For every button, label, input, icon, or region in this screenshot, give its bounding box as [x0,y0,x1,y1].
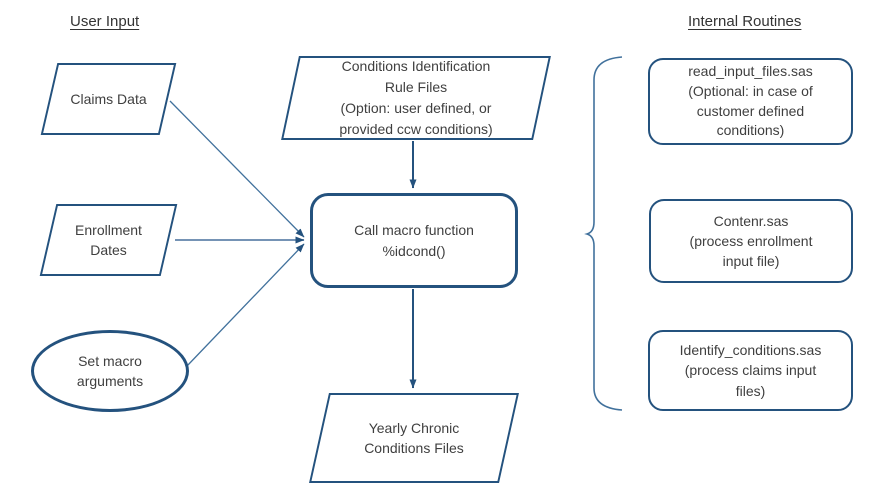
output-files-label: Yearly Chronic Conditions Files [364,419,464,456]
call-macro-label: Call macro function %idcond() [354,222,474,259]
rule-files-label: Conditions Identification Rule Files (Op… [339,58,493,137]
shape-enrollment-dates: Enrollment Dates [39,204,178,276]
set-macro-arguments-label: Set macro arguments [76,352,144,389]
rounded-rect-outline [310,193,518,288]
shape-claims-data: Claims Data [40,63,177,135]
shape-routine-contenr: Contenr.sas (process enrollment input fi… [649,199,853,283]
shape-routine-read-input-files: read_input_files.sas (Optional: in case … [648,58,853,145]
connector-setmacro-to-macro [186,243,305,367]
rounded-rect-outline [648,58,853,145]
heading-user-input: User Input [70,13,140,30]
ellipse-outline [31,330,189,412]
rounded-rect-outline [648,330,853,411]
shape-rule-files: Conditions Identification Rule Files (Op… [280,56,552,140]
curly-brace [584,56,623,411]
shape-set-macro-arguments: Set macro arguments [31,330,189,412]
shape-output-files: Yearly Chronic Conditions Files [308,393,520,483]
claims-data-label: Claims Data [70,90,147,107]
shape-call-macro: Call macro function %idcond() [310,193,518,288]
routine-contenr-label: Contenr.sas (process enrollment input fi… [689,212,813,270]
shape-routine-identify-conditions: Identify_conditions.sas (process claims … [648,330,853,411]
routine-identify-label: Identify_conditions.sas (process claims … [679,342,822,399]
connector-claims-to-macro [169,100,305,238]
heading-internal-routines: Internal Routines [688,13,802,30]
rounded-rect-outline [649,199,853,283]
routine-read-label: read_input_files.sas (Optional: in case … [688,63,813,139]
enrollment-dates-label: Enrollment Dates [75,221,142,258]
